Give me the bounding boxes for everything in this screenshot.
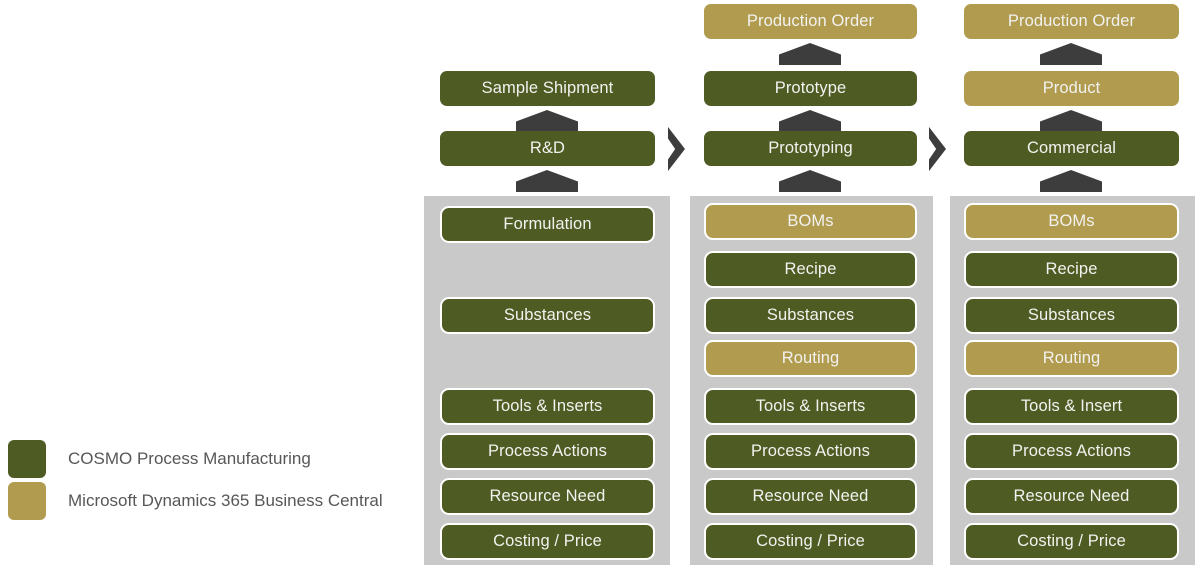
item-routing-commercial[interactable]: Routing [964,340,1179,377]
item-boms-prototyping[interactable]: BOMs [704,203,917,240]
box-production-order-commercial[interactable]: Production Order [964,4,1179,39]
item-resource-need-commercial[interactable]: Resource Need [964,478,1179,515]
item-substances-commercial[interactable]: Substances [964,297,1179,334]
item-tools-inserts-prototyping[interactable]: Tools & Inserts [704,388,917,425]
item-process-actions-prototyping[interactable]: Process Actions [704,433,917,470]
box-rnd[interactable]: R&D [440,131,655,166]
box-prototype[interactable]: Prototype [704,71,917,106]
item-process-actions-commercial[interactable]: Process Actions [964,433,1179,470]
legend-item-cosmo: COSMO Process Manufacturing [8,438,383,480]
item-substances-rnd[interactable]: Substances [440,297,655,334]
item-boms-commercial[interactable]: BOMs [964,203,1179,240]
legend-label-cosmo: COSMO Process Manufacturing [68,449,311,468]
chevron-right-icon-1 [668,127,685,171]
item-costing-price-rnd[interactable]: Costing / Price [440,523,655,560]
legend: COSMO Process Manufacturing Microsoft Dy… [8,438,383,522]
legend-swatch-gold-icon [8,482,46,520]
legend-item-business-central: Microsoft Dynamics 365 Business Central [8,480,383,522]
chevron-right-icon-2 [929,127,946,171]
item-process-actions-rnd[interactable]: Process Actions [440,433,655,470]
item-substances-prototyping[interactable]: Substances [704,297,917,334]
chevron-up-icon-comm-2 [1040,110,1102,132]
box-commercial[interactable]: Commercial [964,131,1179,166]
box-production-order-prototyping[interactable]: Production Order [704,4,917,39]
chevron-up-icon-comm-3 [1040,170,1102,192]
item-costing-price-prototyping[interactable]: Costing / Price [704,523,917,560]
chevron-up-icon-rnd-1 [516,110,578,132]
chevron-up-icon-proto-2 [779,110,841,132]
chevron-up-icon-proto-3 [779,170,841,192]
item-tools-insert-commercial[interactable]: Tools & Insert [964,388,1179,425]
chevron-up-icon-rnd-2 [516,170,578,192]
chevron-up-icon-comm-1 [1040,43,1102,65]
item-routing-prototyping[interactable]: Routing [704,340,917,377]
item-resource-need-rnd[interactable]: Resource Need [440,478,655,515]
chevron-up-icon-proto-1 [779,43,841,65]
legend-label-business-central: Microsoft Dynamics 365 Business Central [68,491,383,510]
item-recipe-prototyping[interactable]: Recipe [704,251,917,288]
box-prototyping[interactable]: Prototyping [704,131,917,166]
item-formulation[interactable]: Formulation [440,206,655,243]
item-recipe-commercial[interactable]: Recipe [964,251,1179,288]
legend-swatch-green-icon [8,440,46,478]
item-tools-inserts-rnd[interactable]: Tools & Inserts [440,388,655,425]
item-resource-need-prototyping[interactable]: Resource Need [704,478,917,515]
box-sample-shipment[interactable]: Sample Shipment [440,71,655,106]
item-costing-price-commercial[interactable]: Costing / Price [964,523,1179,560]
box-product[interactable]: Product [964,71,1179,106]
